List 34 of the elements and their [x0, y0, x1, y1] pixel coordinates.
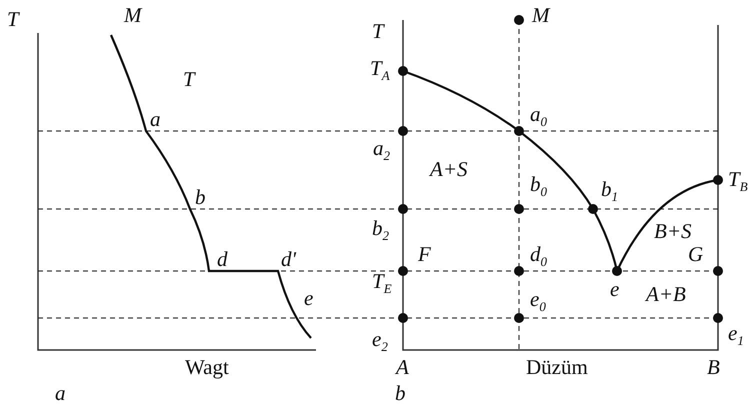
panel-label: b [395, 382, 406, 404]
point-label: e$_{2}$ [372, 328, 388, 356]
axis-label: B [707, 356, 720, 378]
region-label: T [183, 68, 195, 90]
point-label: T$_{B}$ [728, 168, 748, 196]
point-label: T$_{E}$ [372, 270, 392, 298]
axis-label: T [372, 20, 384, 42]
point-label: M [124, 4, 142, 26]
point-label: G [688, 243, 704, 265]
point-label: M [532, 4, 550, 26]
point-label: a [150, 108, 160, 130]
point-label: F [418, 243, 431, 265]
point-label: e$_{1}$ [728, 322, 744, 350]
point-label: b$_{0}$ [530, 173, 547, 201]
axis-title: Wagt [185, 356, 229, 378]
point-label: a$_{2}$ [373, 137, 390, 165]
point-label: d' [281, 248, 296, 270]
axis-label: A [396, 356, 409, 378]
panel-label: a [55, 382, 66, 404]
region-label: A+B [646, 283, 686, 305]
point-label: a$_{0}$ [530, 103, 547, 131]
point-label: d$_{0}$ [530, 243, 547, 271]
region-label: B+S [654, 220, 692, 242]
point-label: T$_{A}$ [370, 57, 390, 85]
point-label: b [195, 186, 206, 208]
region-label: A+S [430, 158, 468, 180]
axis-label: T [7, 8, 19, 30]
point-label: e [304, 287, 314, 309]
point-label: e$_{0}$ [530, 288, 546, 316]
point-label: d [217, 248, 228, 270]
point-label: b$_{1}$ [601, 178, 618, 206]
axis-title: Düzüm [526, 356, 588, 378]
point-label: e [610, 278, 620, 300]
point-label: b$_{2}$ [372, 217, 389, 245]
